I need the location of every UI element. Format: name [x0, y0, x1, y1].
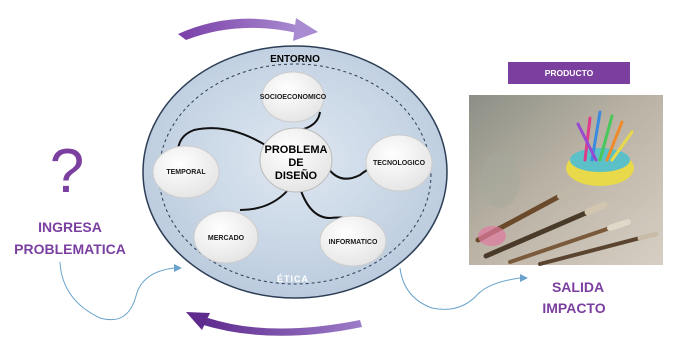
center-label-line-1: PROBLEMA — [265, 144, 328, 156]
node-informatic: INFORMATICO — [319, 215, 387, 267]
bottom-cycle-arrow — [186, 312, 362, 336]
environment-label: ENTORNO — [270, 54, 320, 65]
ethics-label: ÉTICA — [277, 274, 309, 284]
node-temporal-label: TEMPORAL — [166, 169, 206, 176]
output-label-line-1: SALIDA — [552, 279, 604, 295]
inner-dashed-ring — [158, 63, 432, 285]
output-flow-arrow — [399, 267, 528, 310]
node-informatic-label: INFORMATICO — [329, 239, 378, 246]
product-banner: PRODUCTO — [508, 62, 630, 84]
input-flow-arrow — [59, 261, 182, 321]
node-technological-label: TECNOLOGICO — [373, 160, 426, 167]
question-mark-icon: ? — [50, 137, 84, 206]
node-market-label: MERCADO — [208, 235, 245, 242]
top-cycle-arrow — [178, 18, 318, 41]
node-technological: TECNOLOGICO — [365, 134, 433, 192]
center-label-line-2: DE — [288, 157, 303, 169]
node-socioeconomic-label: SOCIOECONOMICO — [260, 94, 327, 101]
input-label-line-1: INGRESA — [38, 219, 102, 235]
node-socioeconomic: SOCIOECONOMICO — [260, 71, 327, 123]
input-label-line-2: PROBLEMATICA — [14, 241, 126, 257]
node-design-problem: PROBLEMA DE DISEÑO — [259, 127, 333, 193]
center-label-line-3: DISEÑO — [275, 169, 318, 182]
output-label-line-2: IMPACTO — [542, 300, 605, 316]
node-temporal: TEMPORAL — [152, 145, 220, 199]
product-photo — [469, 95, 663, 266]
node-market: MERCADO — [193, 210, 259, 264]
